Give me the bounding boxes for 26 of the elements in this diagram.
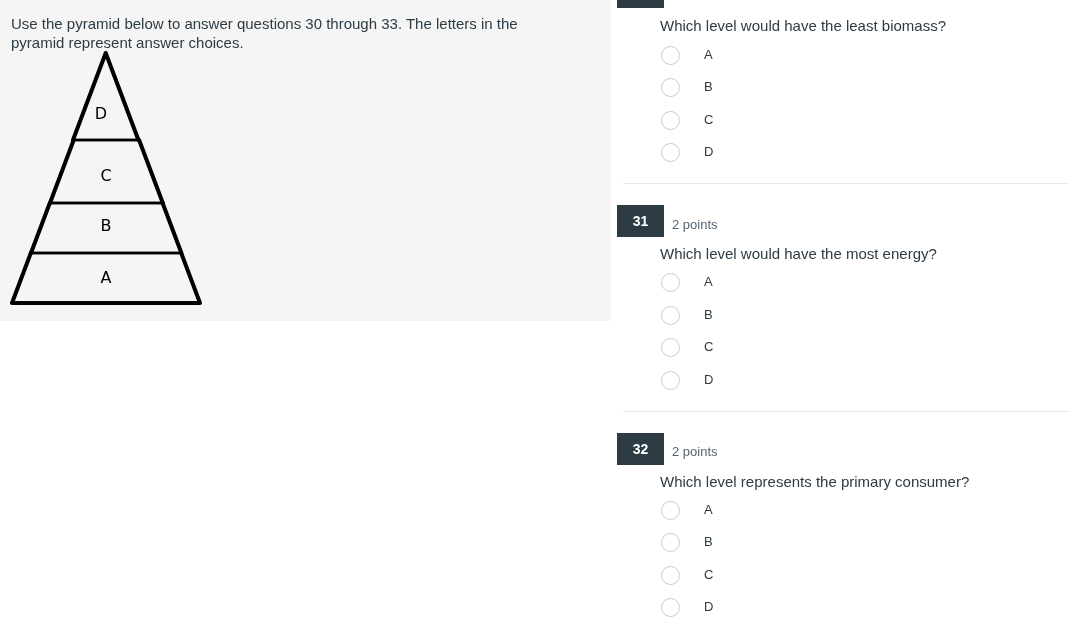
question-text: Which level represents the primary consumer? [660,473,970,491]
option-label: C [704,112,714,128]
option-label: C [704,567,714,583]
question-number-badge: 32 [617,433,664,465]
question-text: Which level would have the most energy? [660,245,937,263]
points-label: 2 points [672,217,718,233]
level-letter: C [100,165,112,185]
points-label: 2 points [672,444,718,460]
level-letter: B [100,215,112,235]
option-label: B [704,307,713,323]
option-label: D [704,599,714,615]
option-label: D [704,372,714,388]
option-label: B [704,79,713,95]
option-label: A [704,47,713,63]
level-letter: A [100,267,112,287]
option-label: C [704,339,714,355]
option-label: A [704,274,713,290]
option-label: A [704,502,713,518]
option-label: D [704,144,714,160]
instruction-text: Use the pyramid below to answer questions 30 through 33. The letters in the pyramid represent answer choices. [11,14,519,52]
question-text: Which level would have the least biomass? [660,17,946,35]
pyramid-level [9,250,203,306]
level-letter: D [94,103,108,123]
pyramid-level [70,50,142,143]
option-label: B [704,534,713,550]
question-number-badge: 31 [617,205,664,237]
